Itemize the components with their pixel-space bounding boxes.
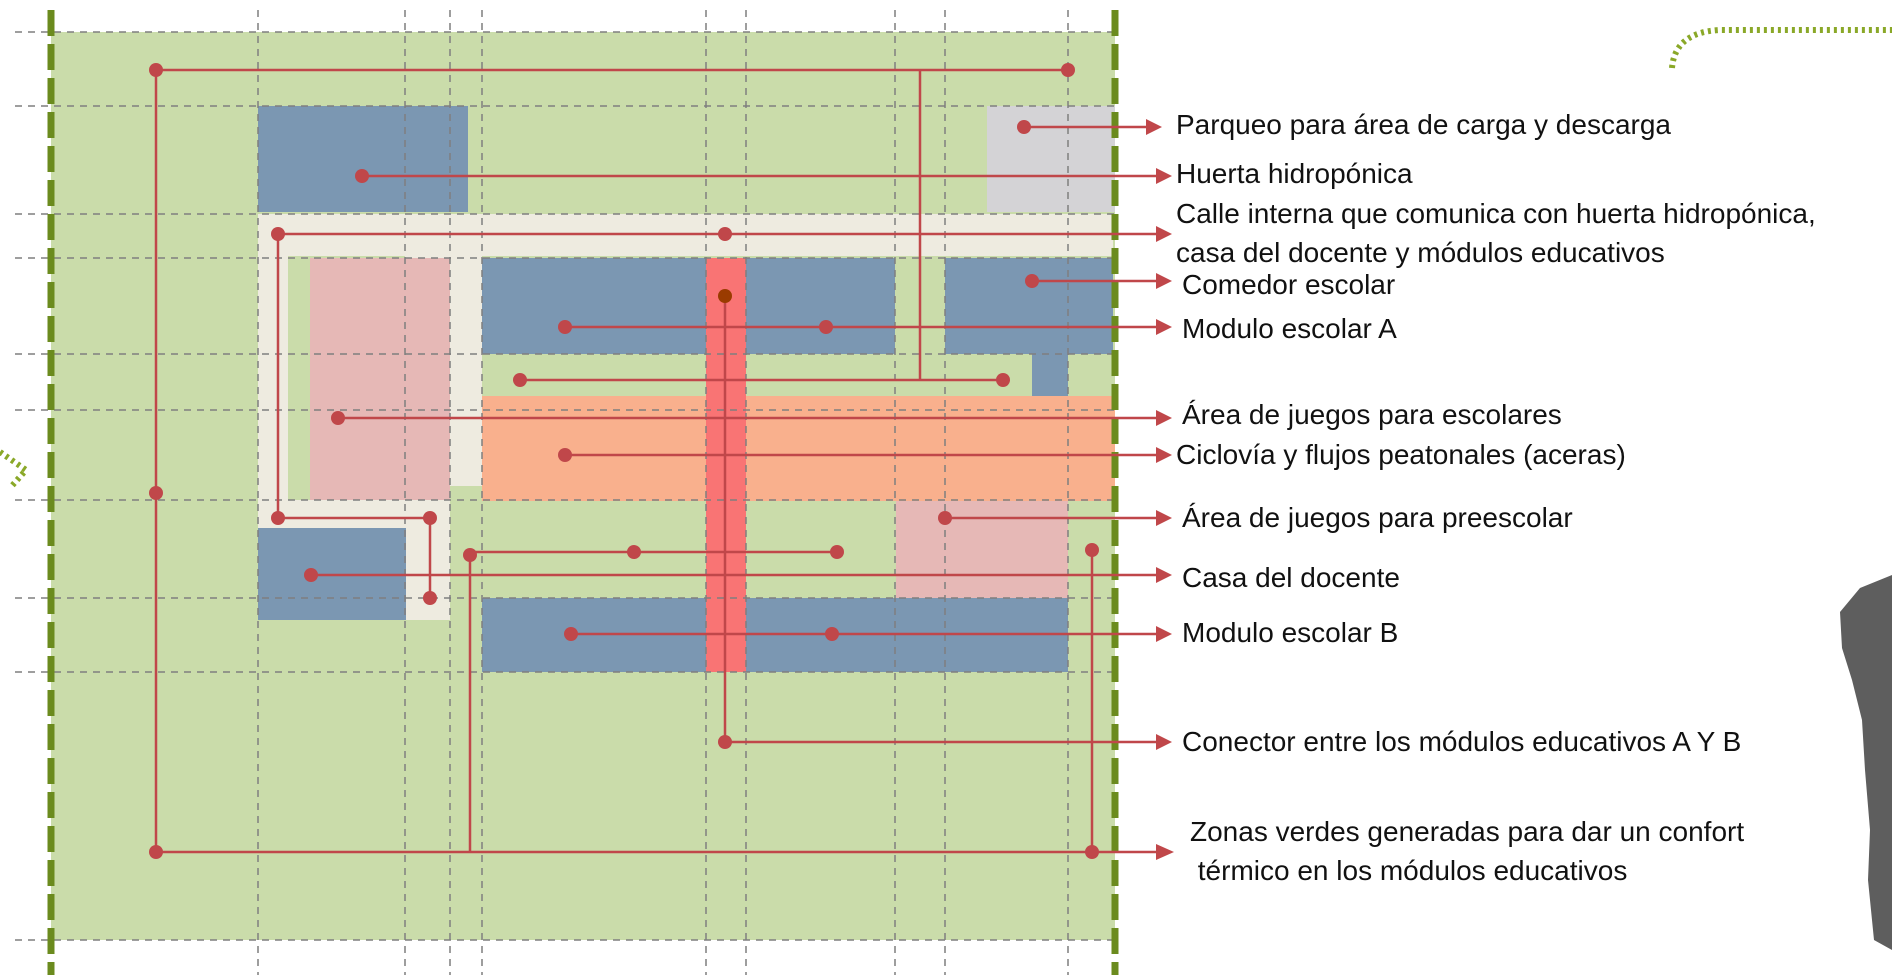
module-a-annex xyxy=(1032,354,1068,396)
label-school-play-area: Área de juegos para escolares xyxy=(1182,399,1562,430)
module-a xyxy=(482,258,895,354)
dining-hall xyxy=(945,258,1113,354)
label-internal-street: Calle interna que comunica con huerta hi… xyxy=(1176,198,1816,229)
label-green-zones: Zonas verdes generadas para dar un confo… xyxy=(1190,816,1745,847)
hydroponic-garden xyxy=(258,106,468,212)
label-module-a: Modulo escolar A xyxy=(1182,313,1397,344)
grid-lines xyxy=(15,10,1120,975)
person-silhouette-icon xyxy=(1840,575,1892,950)
arrowheads xyxy=(1146,119,1174,860)
label-internal-street-line2: casa del docente y módulos educativos xyxy=(1176,237,1665,268)
preschool-play-area xyxy=(896,501,1068,598)
label-bikeway: Ciclovía y flujos peatonales (aceras) xyxy=(1176,439,1626,470)
label-green-zones-line2: térmico en los módulos educativos xyxy=(1190,855,1628,886)
leader-dots xyxy=(149,63,1099,859)
label-dining-hall: Comedor escolar xyxy=(1182,269,1396,300)
dotted-arrow-icon xyxy=(0,449,31,490)
dotted-corner-icon xyxy=(1669,27,1892,69)
school-play-area xyxy=(310,258,450,500)
site-border xyxy=(47,10,1119,975)
label-hydroponic-garden: Huerta hidropónica xyxy=(1176,158,1413,189)
bikeway xyxy=(482,396,1115,501)
leader-lines xyxy=(154,68,1160,854)
label-module-b: Modulo escolar B xyxy=(1182,617,1399,648)
label-preschool-play-area: Área de juegos para preescolar xyxy=(1182,502,1573,533)
parking-area xyxy=(987,106,1115,212)
label-teacher-house: Casa del docente xyxy=(1182,562,1400,593)
label-parking: Parqueo para área de carga y descarga xyxy=(1176,109,1671,140)
label-connector: Conector entre los módulos educativos A … xyxy=(1182,726,1742,757)
